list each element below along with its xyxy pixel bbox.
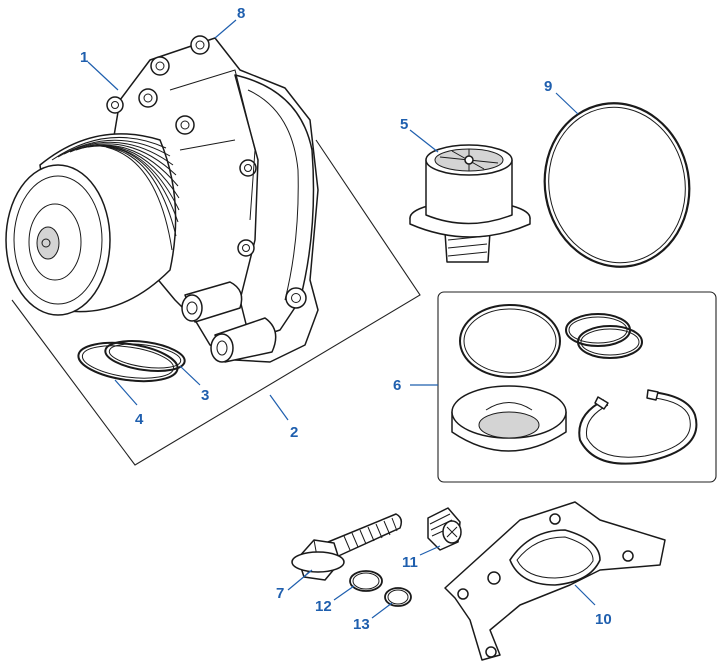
drain-plug xyxy=(427,507,462,551)
callout-12: 12 xyxy=(315,585,355,615)
callout-label-10: 10 xyxy=(595,611,612,628)
callout-label-13: 13 xyxy=(353,616,370,633)
small-o-rings xyxy=(349,570,412,607)
callout-8: 8 xyxy=(214,5,245,39)
seal-kit-box xyxy=(437,291,717,483)
callout-label-4: 4 xyxy=(135,411,144,428)
callout-label-2: 2 xyxy=(290,424,298,441)
callout-9: 9 xyxy=(544,78,579,115)
water-pump-assembly xyxy=(5,35,319,363)
callout-6: 6 xyxy=(393,377,438,394)
callout-11: 11 xyxy=(402,545,441,571)
callout-13: 13 xyxy=(353,602,393,633)
callout-2: 2 xyxy=(269,394,298,441)
callout-label-7: 7 xyxy=(276,585,284,602)
callout-label-11: 11 xyxy=(402,554,418,571)
callout-3: 3 xyxy=(179,365,209,404)
callout-5: 5 xyxy=(400,116,439,153)
callout-label-9: 9 xyxy=(544,78,552,95)
callout-1: 1 xyxy=(80,49,119,91)
callout-label-8: 8 xyxy=(237,5,245,22)
callouts: 1 2 3 4 5 6 7 8 xyxy=(80,5,612,633)
callout-label-1: 1 xyxy=(80,49,88,66)
pump-assembly-frame xyxy=(11,139,421,466)
gasket xyxy=(444,501,666,661)
pump-o-rings xyxy=(77,340,186,383)
callout-4: 4 xyxy=(114,379,144,428)
large-o-ring xyxy=(543,102,691,268)
callout-7: 7 xyxy=(276,569,313,602)
callout-label-3: 3 xyxy=(201,387,209,404)
callout-label-5: 5 xyxy=(400,116,408,133)
callout-label-12: 12 xyxy=(315,598,332,615)
thermostat xyxy=(409,144,531,263)
callout-10: 10 xyxy=(574,584,612,628)
flange-bolt xyxy=(291,513,403,581)
callout-label-6: 6 xyxy=(393,377,401,394)
